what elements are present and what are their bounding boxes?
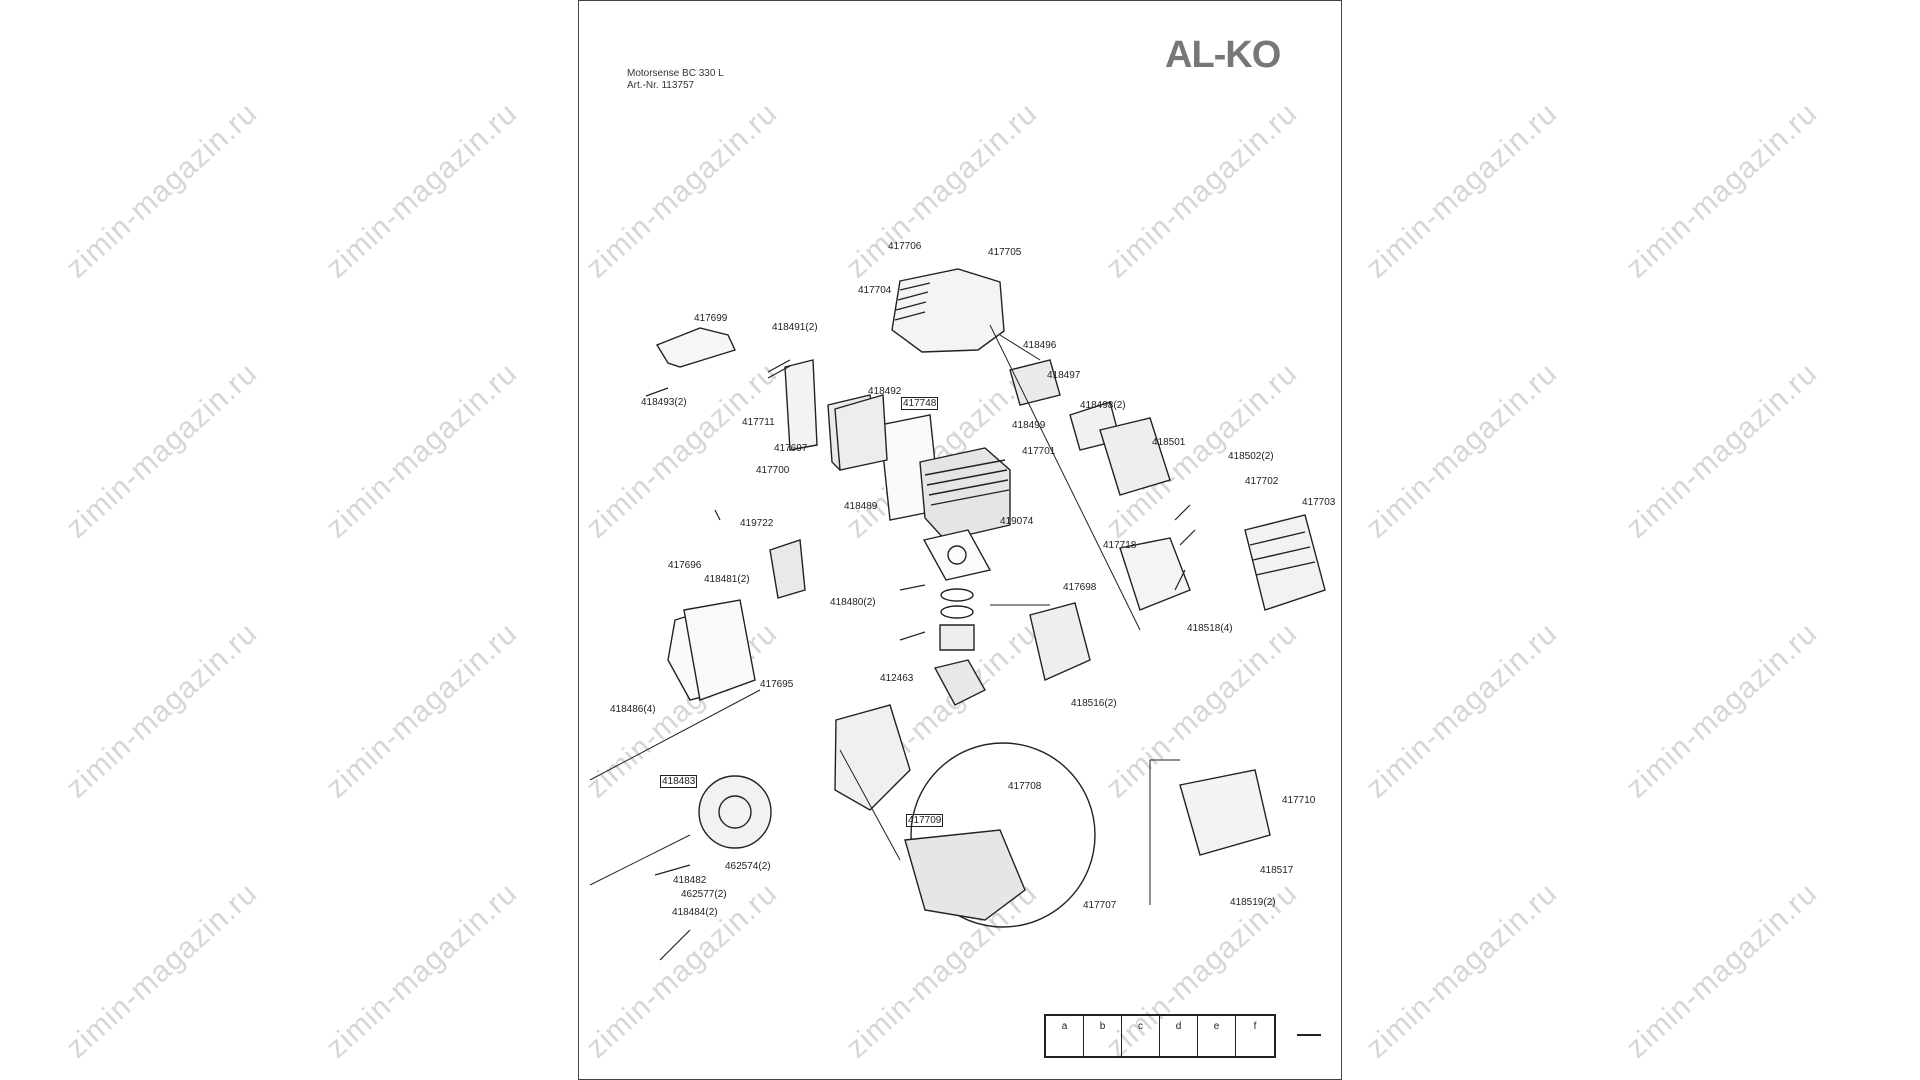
muffler-plate — [784, 359, 818, 451]
revision-grid: a b c d e f — [1044, 1014, 1276, 1058]
base-gasket — [922, 529, 992, 581]
part-label: 418498(2) — [1080, 400, 1126, 411]
part-label: 418499 — [1012, 420, 1046, 431]
part-label: 412463 — [880, 673, 914, 684]
grid-cell: c — [1122, 1016, 1160, 1056]
part-label: 418497 — [1047, 370, 1081, 381]
model-name: Motorsense BC 330 L — [627, 68, 724, 79]
part-label: 417701 — [1022, 446, 1056, 457]
piston-ring — [940, 588, 974, 602]
part-label: 418516(2) — [1071, 698, 1117, 709]
part-label: 418489 — [844, 501, 878, 512]
clutch-housing — [1029, 602, 1091, 681]
part-label: 418518(4) — [1187, 623, 1233, 634]
grid-cell: f — [1253, 1021, 1257, 1032]
part-label: 419074 — [1000, 516, 1034, 527]
part-label: 417704 — [858, 285, 892, 296]
part-label: 417708 — [1008, 781, 1042, 792]
part-label: 417702 — [1245, 476, 1279, 487]
grid-cell: a — [1046, 1016, 1084, 1056]
part-label: 418517 — [1260, 865, 1294, 876]
model-header: Motorsense BC 330 L Art.-Nr. 113757 — [627, 68, 724, 92]
detail-circle — [910, 742, 1096, 928]
part-label: 418484(2) — [672, 907, 718, 918]
air-filter-box — [834, 394, 888, 471]
piston — [939, 624, 975, 651]
part-label: 417698 — [1063, 582, 1097, 593]
crankcase — [834, 704, 911, 811]
tank — [904, 829, 1026, 921]
brand-logo: AL-KO — [1165, 34, 1281, 76]
part-label: 418501 — [1152, 437, 1186, 448]
part-label: 462577(2) — [681, 889, 727, 900]
grid-cell: d — [1160, 1016, 1198, 1056]
part-label: 418480(2) — [830, 597, 876, 608]
part-label-boxed: 418483 — [660, 775, 698, 788]
part-label-boxed: 417709 — [906, 814, 944, 827]
part-label: 418493(2) — [641, 397, 687, 408]
crankshaft — [933, 659, 986, 706]
part-label: 462574(2) — [725, 861, 771, 872]
part-label: 418491(2) — [772, 322, 818, 333]
part-label-boxed: 417748 — [901, 397, 939, 410]
part-label: 417700 — [756, 465, 790, 476]
grid-cell: e — [1198, 1016, 1236, 1056]
flywheel — [698, 775, 772, 849]
part-label: 417706 — [888, 241, 922, 252]
part-label: 417707 — [1083, 900, 1117, 911]
part-label: 418492 — [868, 386, 902, 397]
part-label: 417710 — [1282, 795, 1316, 806]
part-label: 417711 — [742, 417, 775, 428]
part-label: 418496 — [1023, 340, 1057, 351]
ignition-module — [769, 539, 806, 599]
starter-housing — [683, 599, 756, 701]
air-filter-cover — [1099, 417, 1171, 496]
grid-cell: b — [1084, 1016, 1122, 1056]
part-label: 417703 — [1302, 497, 1336, 508]
carburetor — [1009, 359, 1061, 406]
engine-cover — [891, 268, 1005, 353]
part-label: 418486(4) — [610, 704, 656, 715]
grid-dash — [1297, 1034, 1321, 1036]
part-label: 417697 — [774, 443, 808, 454]
part-label: 417718 — [1103, 540, 1137, 551]
part-label: 418519(2) — [1230, 897, 1276, 908]
filter-housing — [1244, 514, 1326, 611]
fan-housing — [1119, 537, 1191, 611]
part-label: 417705 — [988, 247, 1022, 258]
part-label: 417695 — [760, 679, 794, 690]
cover-bracket — [655, 327, 736, 368]
handle-bracket — [1179, 769, 1271, 856]
part-label: 418502(2) — [1228, 451, 1274, 462]
part-label: 418481(2) — [704, 574, 750, 585]
article-number: Art.-Nr. 113757 — [627, 80, 695, 91]
part-label: 419722 — [740, 518, 774, 529]
part-label: 418482 — [673, 875, 707, 886]
part-label: 417699 — [694, 313, 728, 324]
cylinder — [919, 447, 1011, 541]
part-label: 417696 — [668, 560, 702, 571]
